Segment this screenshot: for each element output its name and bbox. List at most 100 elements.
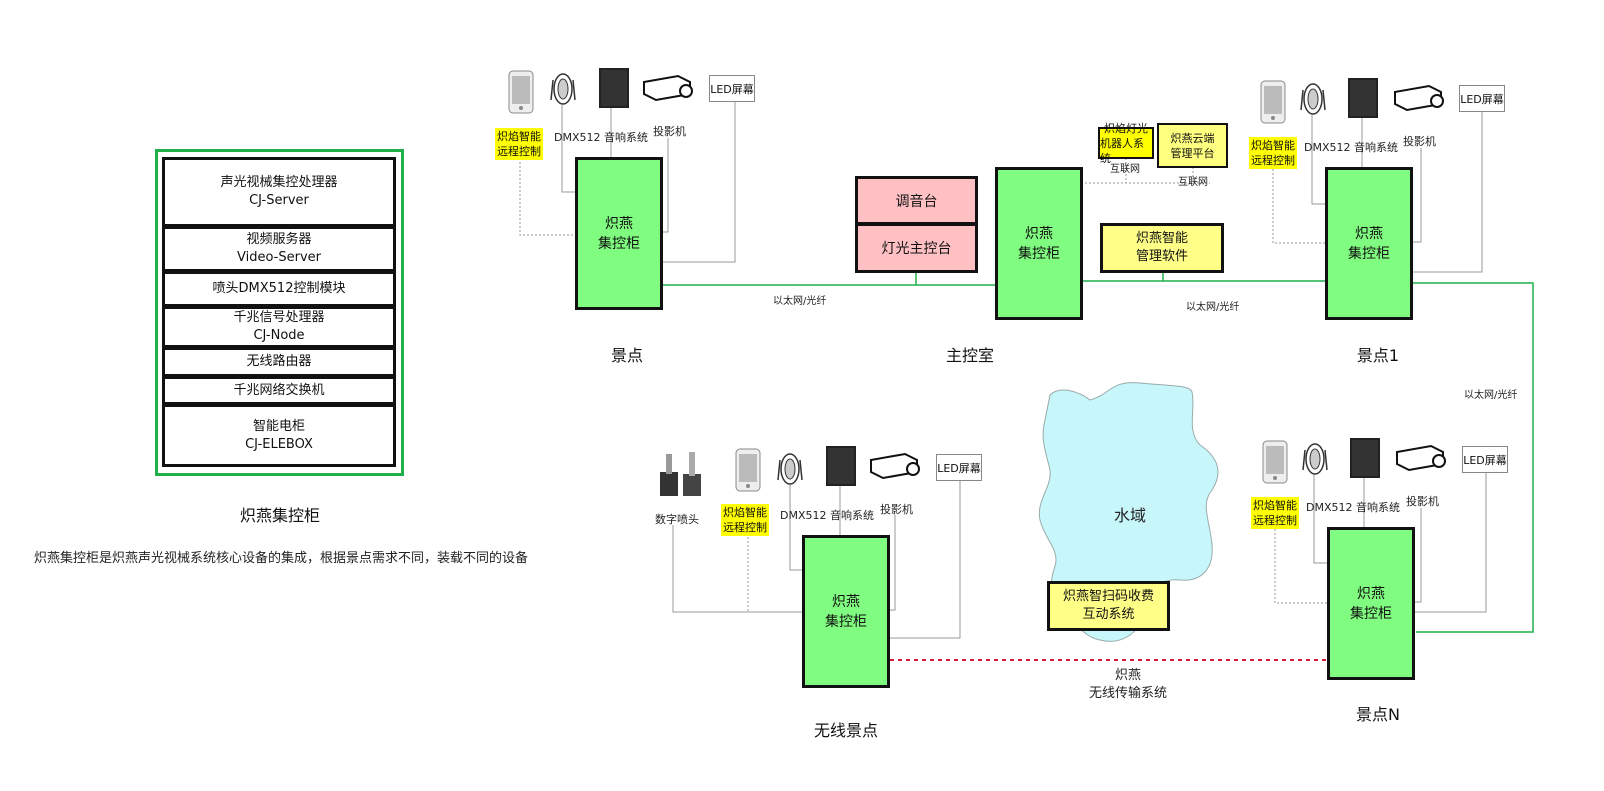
- legend-module-elebox: 智能电柜 CJ-ELEBOX: [162, 404, 396, 467]
- led-label: LED屏幕: [1460, 92, 1504, 106]
- cabinet-site-n: 炽燕集控柜: [1327, 527, 1415, 680]
- wireless-line1: 炽燕: [1114, 668, 1142, 683]
- remote-line1: 炽焰智能: [1253, 499, 1297, 512]
- ethernet-label: 以太网/光纤: [1186, 302, 1240, 313]
- cabinet-line1: 炽燕: [1025, 225, 1053, 242]
- mixer-console: 调音台: [855, 176, 978, 225]
- robot-line1: 炽焰灯光: [1104, 121, 1148, 135]
- cabinet-line1: 炽燕: [1357, 585, 1385, 602]
- legend-caption: 炽燕集控柜: [239, 506, 321, 525]
- moving-light-icon: [550, 73, 576, 105]
- dmx-audio-label: DMX512 音响系统: [1306, 501, 1400, 514]
- site-title: 景点1: [1356, 346, 1400, 365]
- cloud-platform: 炽燕云端管理平台: [1157, 123, 1228, 168]
- module-name: 声光视械集控处理器: [220, 175, 338, 190]
- led-label: LED屏幕: [937, 461, 981, 475]
- remote-control-label: 炽焰智能远程控制: [1249, 137, 1297, 169]
- cabinet-line2: 集控柜: [598, 235, 640, 252]
- remote-line2: 远程控制: [1251, 154, 1295, 167]
- led-label: LED屏幕: [710, 82, 754, 96]
- cabinet-line1: 炽燕: [1355, 225, 1383, 242]
- remote-control-label: 炽焰智能远程控制: [1251, 497, 1299, 529]
- module-code: Video-Server: [237, 250, 321, 265]
- robot-lighting-system: 炽焰灯光机器人系统: [1098, 122, 1154, 165]
- water-area-shape: [1038, 382, 1219, 642]
- scan-pay-system: 炽燕智扫码收费互动系统: [1047, 581, 1170, 631]
- phone-icon: [1262, 440, 1288, 484]
- cabinet-line1: 炽燕: [832, 593, 860, 610]
- phone-icon: [508, 70, 534, 114]
- ethernet-label: 以太网/光纤: [1464, 390, 1518, 401]
- ethernet-label: 以太网/光纤: [773, 296, 827, 307]
- speaker-icon: [599, 68, 629, 108]
- water-label: 水域: [1113, 506, 1147, 525]
- cloud-line1: 炽燕云端: [1170, 131, 1215, 145]
- remote-control-label: 炽焰智能远程控制: [721, 504, 769, 536]
- lighting-console-label: 灯光主控台: [881, 241, 952, 257]
- cabinet-line1: 炽燕: [605, 215, 633, 232]
- projector-icon: [1396, 444, 1446, 472]
- module-name: 喷头DMX512控制模块: [212, 281, 346, 296]
- led-label: LED屏幕: [1463, 453, 1507, 467]
- remote-line1: 炽焰智能: [1251, 139, 1295, 152]
- legend-description: 炽燕集控柜是炽燕声光视械系统核心设备的集成，根据景点需求不同，装载不同的设备: [34, 551, 529, 566]
- projector-label: 投影机: [1406, 495, 1439, 508]
- remote-line2: 远程控制: [497, 145, 541, 158]
- lighting-console: 灯光主控台: [855, 223, 978, 273]
- module-name: 千兆网络交换机: [233, 382, 325, 398]
- speaker-icon: [826, 446, 856, 486]
- ethernet-line-east: [1412, 282, 1534, 633]
- fountain-nozzle-icon: [660, 452, 701, 496]
- legend-module-switch: 千兆网络交换机: [162, 376, 396, 405]
- projector-icon: [870, 452, 920, 480]
- dmx-audio-label: DMX512 音响系统: [780, 509, 874, 522]
- phone-icon: [1260, 80, 1286, 124]
- site-title: 景点N: [1356, 705, 1400, 724]
- projector-icon: [643, 74, 693, 102]
- speaker-icon: [1348, 78, 1378, 118]
- speaker-icon: [1350, 438, 1380, 478]
- cabinet-site-1: 炽燕集控柜: [1325, 167, 1413, 320]
- cabinet-legend-panel: [155, 149, 404, 476]
- dmx-audio-label: DMX512 音响系统: [554, 131, 648, 144]
- legend-module-server: 声光视械集控处理器 CJ-Server: [162, 157, 396, 227]
- dmx-audio-label: DMX512 音响系统: [1304, 141, 1398, 154]
- cabinet-site-a: 炽燕集控柜: [575, 157, 663, 310]
- robot-line2: 机器人系统: [1100, 136, 1144, 165]
- module-name: 无线路由器: [246, 354, 312, 369]
- internet-label: 互联网: [1110, 164, 1140, 175]
- phone-icon: [735, 448, 761, 492]
- led-screen-icon: LED屏幕: [936, 454, 982, 481]
- module-code: CJ-Server: [249, 193, 309, 208]
- projector-label: 投影机: [1403, 135, 1436, 148]
- internet-label: 互联网: [1178, 177, 1208, 188]
- cabinet-line2: 集控柜: [1018, 245, 1060, 262]
- site-title: 无线景点: [813, 721, 879, 740]
- cabinet-line2: 集控柜: [1350, 605, 1392, 622]
- management-software: 炽燕智能管理软件: [1100, 223, 1224, 273]
- legend-module-dmx: 喷头DMX512控制模块: [162, 271, 396, 307]
- projector-label: 投影机: [880, 503, 913, 516]
- wireless-line2: 无线传输系统: [1088, 686, 1168, 701]
- remote-line1: 炽焰智能: [723, 506, 767, 519]
- mixer-label: 调音台: [895, 193, 938, 210]
- legend-module-router: 无线路由器: [162, 347, 396, 377]
- moving-light-icon: [777, 453, 803, 485]
- module-name: 视频服务器: [246, 232, 312, 247]
- module-name: 千兆信号处理器: [233, 310, 325, 325]
- projector-label: 投影机: [653, 125, 686, 138]
- remote-line2: 远程控制: [1253, 514, 1297, 527]
- led-screen-icon: LED屏幕: [1459, 85, 1505, 112]
- legend-module-video-server: 视频服务器 Video-Server: [162, 226, 396, 272]
- fountain-label: 数字喷头: [655, 513, 699, 526]
- software-line2: 管理软件: [1135, 249, 1188, 264]
- projector-icon: [1394, 84, 1444, 112]
- remote-line2: 远程控制: [723, 521, 767, 534]
- moving-light-icon: [1302, 443, 1328, 475]
- moving-light-icon: [1300, 83, 1326, 115]
- site-title: 景点: [610, 346, 644, 365]
- led-screen-icon: LED屏幕: [1462, 446, 1508, 473]
- cabinet-line2: 集控柜: [825, 613, 867, 630]
- module-code: CJ-Node: [253, 328, 305, 343]
